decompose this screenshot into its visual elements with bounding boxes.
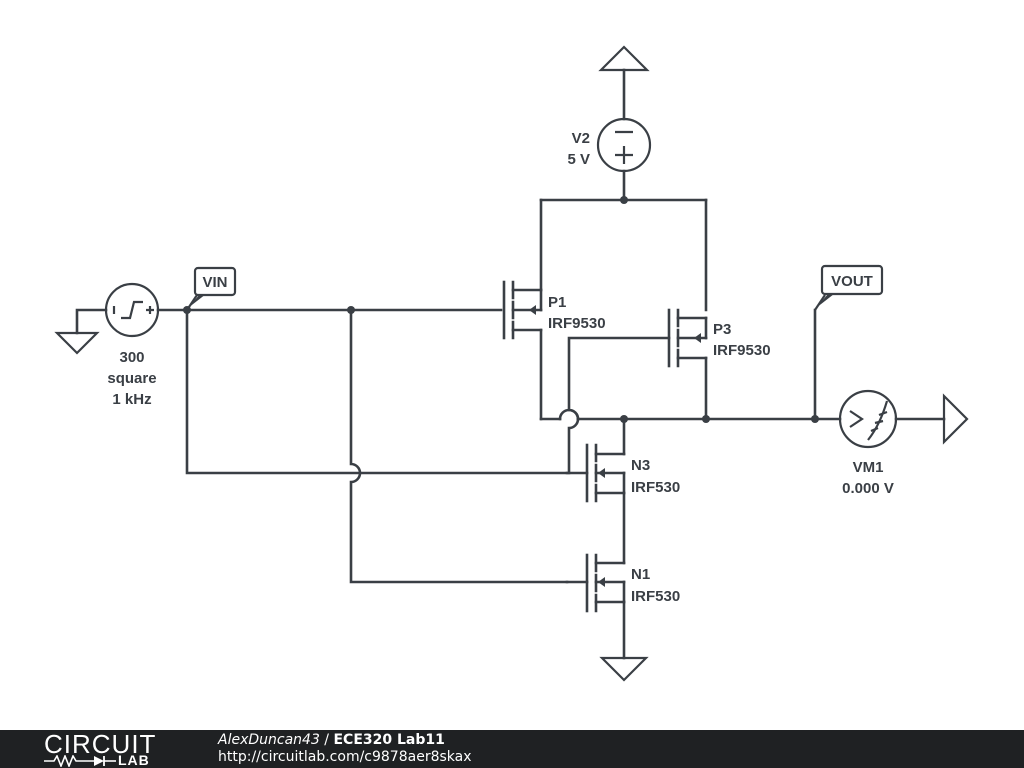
n3-model-label: IRF530: [631, 479, 680, 496]
project-title[interactable]: ECE320 Lab11: [333, 732, 445, 748]
ground-symbol-bottom: [599, 656, 649, 682]
nmos-transistor-n1[interactable]: [585, 553, 626, 660]
n3-name-label: N3: [631, 457, 650, 474]
p1-model-label: IRF9530: [548, 315, 606, 332]
nmos-transistor-n3[interactable]: [585, 417, 626, 565]
source-frequency-label: 1 kHz: [112, 391, 151, 408]
ground-symbol-right: [942, 393, 969, 445]
vout-net-tag[interactable]: VOUT: [813, 264, 884, 421]
source-value-label: 300: [119, 349, 144, 366]
circuitlab-logo-sub: LAB: [118, 752, 150, 768]
junction-dot: [347, 306, 355, 314]
author-link[interactable]: AlexDuncan43: [218, 732, 320, 748]
junction-dot: [702, 415, 710, 423]
vin-net-wires: [156, 308, 569, 584]
supply-arrow-top: [598, 45, 650, 121]
vout-crossover: [558, 408, 580, 421]
vin-label: VIN: [202, 274, 227, 291]
p1-name-label: P1: [548, 294, 566, 311]
circuit-schematic: 300 square 1 kHz VIN V2 5 V P1 I: [54, 45, 969, 682]
circuitlab-logo: CIRCUIT: [44, 729, 157, 759]
project-url-link[interactable]: http://circuitlab.com/c9878aer8skax: [218, 749, 472, 765]
vdd-rail: [539, 169, 708, 202]
junction-dot: [620, 196, 628, 204]
source-waveform-label: square: [107, 370, 156, 387]
square-wave-source[interactable]: [104, 282, 160, 338]
n1-model-label: IRF530: [631, 588, 680, 605]
voltmeter-vm1[interactable]: [838, 389, 946, 449]
resistor-diode-logo-icon: [44, 755, 116, 767]
vin-net-tag[interactable]: VIN: [186, 266, 237, 311]
ground-symbol-left: [54, 308, 108, 355]
vm1-reading-label: 0.000 V: [842, 480, 894, 497]
v2-value-label: 5 V: [567, 151, 590, 168]
vm1-name-label: VM1: [853, 459, 884, 476]
project-byline: AlexDuncan43 / ECE320 Lab11: [218, 732, 445, 749]
pmos-transistor-p1[interactable]: [502, 198, 543, 421]
p3-name-label: P3: [713, 321, 731, 338]
n1-name-label: N1: [631, 566, 650, 583]
v2-name-label: V2: [572, 130, 590, 147]
byline-separator: /: [319, 732, 334, 748]
dc-voltage-source-v2[interactable]: [596, 117, 652, 173]
footer-bar: CIRCUIT LAB AlexDuncan43 / ECE320 Lab11 …: [0, 730, 1024, 768]
p3-model-label: IRF9530: [713, 342, 771, 359]
pmos-transistor-p3[interactable]: [667, 198, 708, 421]
vout-label: VOUT: [831, 273, 873, 290]
